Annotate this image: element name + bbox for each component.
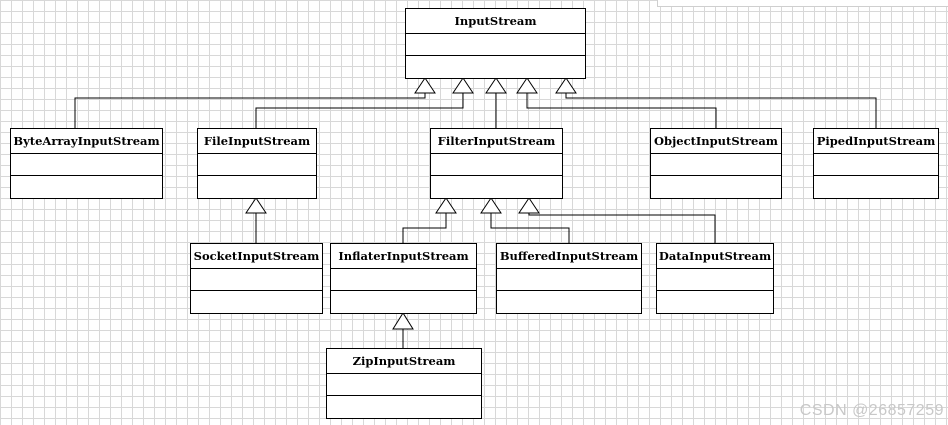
attributes-compartment xyxy=(191,269,322,291)
attributes-compartment xyxy=(657,269,773,291)
generalization-arrow-icon xyxy=(392,312,414,330)
class-name: ObjectInputStream xyxy=(651,129,781,154)
class-name: FileInputStream xyxy=(198,129,316,154)
attributes-compartment xyxy=(331,269,476,291)
generalization-arrow-icon xyxy=(435,197,457,214)
class-objectinputstream[interactable]: ObjectInputStream xyxy=(650,128,782,199)
attributes-compartment xyxy=(11,154,162,176)
attributes-compartment xyxy=(327,374,481,396)
generalization-arrow-icon xyxy=(414,77,436,94)
class-name: ZipInputStream xyxy=(327,349,481,374)
attributes-compartment xyxy=(814,154,938,176)
class-inflaterinputstream[interactable]: InflaterInputStream xyxy=(330,243,477,314)
top-right-frame xyxy=(657,0,948,7)
class-name: FilterInputStream xyxy=(431,129,562,154)
class-name: ByteArrayInputStream xyxy=(11,129,162,154)
class-name: BufferedInputStream xyxy=(497,244,641,269)
class-fileinputstream[interactable]: FileInputStream xyxy=(197,128,317,199)
attributes-compartment xyxy=(198,154,316,176)
class-filterinputstream[interactable]: FilterInputStream xyxy=(430,128,563,199)
generalization-arrow-icon xyxy=(245,197,267,214)
generalization-arrow-icon xyxy=(555,77,577,94)
class-zipinputstream[interactable]: ZipInputStream xyxy=(326,348,482,419)
attributes-compartment xyxy=(497,269,641,291)
class-bytearrayinputstream[interactable]: ByteArrayInputStream xyxy=(10,128,163,199)
attributes-compartment xyxy=(651,154,781,176)
class-socketinputstream[interactable]: SocketInputStream xyxy=(190,243,323,314)
class-name: DataInputStream xyxy=(657,244,773,269)
class-pipedinputstream[interactable]: PipedInputStream xyxy=(813,128,939,199)
class-bufferedinputstream[interactable]: BufferedInputStream xyxy=(496,243,642,314)
class-name: InputStream xyxy=(406,9,585,34)
generalization-arrow-icon xyxy=(518,197,540,214)
generalization-arrow-icon xyxy=(452,77,474,94)
attributes-compartment xyxy=(406,34,585,56)
watermark: CSDN @26857259 xyxy=(799,402,944,419)
class-name: InflaterInputStream xyxy=(331,244,476,269)
class-name: PipedInputStream xyxy=(814,129,938,154)
class-name: SocketInputStream xyxy=(191,244,322,269)
class-inputstream[interactable]: InputStream xyxy=(405,8,586,79)
edge-inflater-to-filter xyxy=(402,213,447,243)
edge-object-to-inputstream xyxy=(526,88,717,128)
generalization-arrow-icon xyxy=(480,197,502,214)
edge-buffered-to-filter xyxy=(490,213,570,243)
generalization-arrow-icon xyxy=(516,77,538,94)
attributes-compartment xyxy=(431,154,562,176)
class-datainputstream[interactable]: DataInputStream xyxy=(656,243,774,314)
edge-file-to-inputstream xyxy=(255,88,464,128)
edge-data-to-filter xyxy=(528,213,716,243)
generalization-arrow-icon xyxy=(485,77,507,94)
